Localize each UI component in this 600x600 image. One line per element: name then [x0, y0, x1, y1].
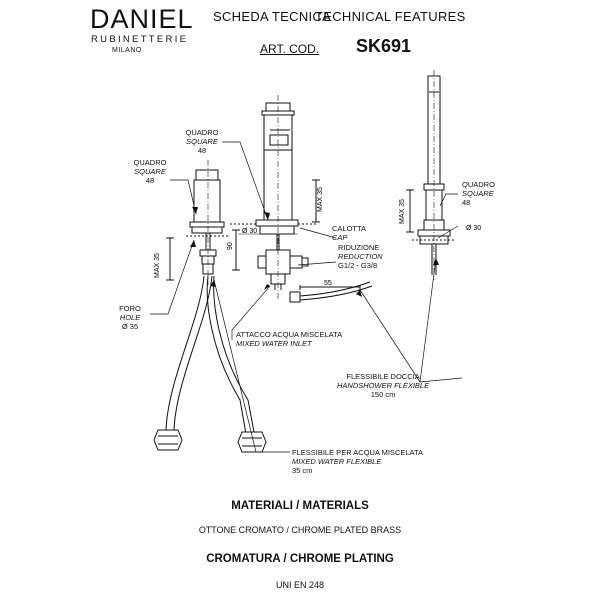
label-riduzione: RIDUZIONE REDUCTION G1/2 - G3/8 — [338, 243, 383, 270]
dim-max35-right-text: MAX 35 — [399, 199, 406, 224]
dim-90 — [232, 229, 240, 271]
header-title-it: SCHEDA TECNICA — [213, 9, 332, 24]
leader-lines — [150, 141, 463, 453]
brand-city: MILANO — [112, 47, 142, 54]
dim-max35-left-text: MAX 35 — [154, 253, 161, 278]
dim-d30-center-text: Ø 30 — [242, 228, 257, 235]
dim-d30-right-text: Ø 30 — [466, 225, 481, 232]
art-code-label: ART. COD. — [260, 42, 320, 56]
left-control — [186, 160, 228, 285]
label-flessibile-acqua: FLESSIBILE PER ACQUA MISCELATA MIXED WAT… — [292, 448, 424, 475]
arrowheads — [190, 207, 439, 297]
dim-55-text: 55 — [324, 280, 332, 287]
label-quadro-big: QUADRO SQUARE 48 — [185, 128, 219, 155]
brand-logo: DANIEL — [90, 4, 194, 34]
label-quadro-left: QUADRO SQUARE 48 — [133, 158, 167, 185]
dim-max35-left — [166, 237, 174, 281]
art-code: SK691 — [356, 36, 412, 56]
diameter-lines — [238, 225, 459, 239]
dim-max35-center-text: MAX 35 — [317, 187, 324, 212]
header-title-en: TECHNICAL FEATURES — [315, 9, 466, 24]
label-foro: FORO HOLE Ø 35 — [119, 304, 141, 331]
dim-90-text: 90 — [227, 242, 234, 250]
dim-max35-center — [312, 179, 320, 223]
label-attacco: ATTACCO ACQUA MISCELATA MIXED WATER INLE… — [236, 330, 343, 348]
plating-title: CROMATURA / CHROME PLATING — [206, 553, 394, 565]
materials-title: MATERIALI / MATERIALS — [231, 500, 369, 512]
label-flessibile-doccia: FLESSIBILE DOCCIA HANDSHOWER FLEXIBLE 15… — [337, 372, 430, 399]
brand-subtitle: RUBINETTERIE — [91, 34, 189, 45]
dim-max35-right — [406, 189, 414, 233]
materials-value: OTTONE CROMATO / CHROME PLATED BRASS — [198, 525, 402, 535]
label-calotta: CALOTTA CAP — [332, 224, 367, 242]
mixer-body — [230, 95, 318, 300]
plating-standard: UNI EN 248 — [275, 580, 325, 590]
handshower — [412, 70, 456, 280]
handshower-hose — [289, 281, 373, 303]
label-quadro-right: QUADRO SQUARE 48 — [462, 180, 495, 207]
mixed-water-flexibles — [153, 275, 267, 453]
